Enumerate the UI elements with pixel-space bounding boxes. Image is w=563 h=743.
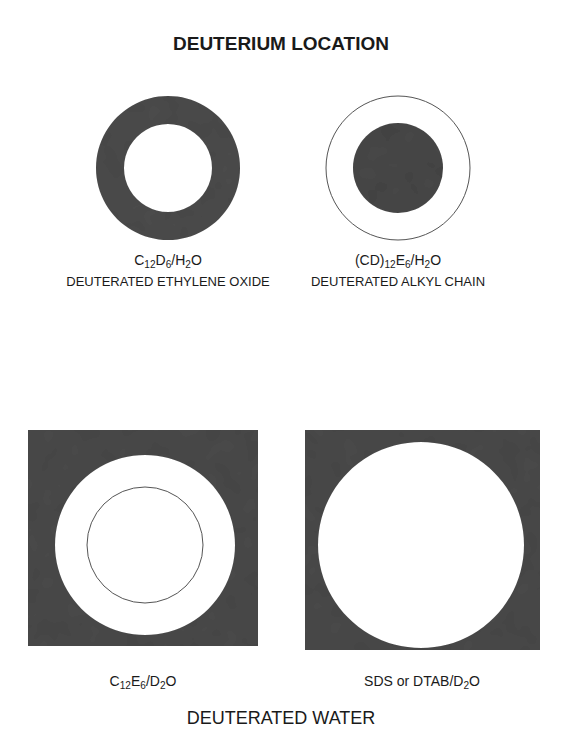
diagram-title: DEUTERIUM LOCATION [173, 33, 389, 56]
formula-label: (CD)12E6/H2O [355, 252, 441, 269]
formula-label: C12D6/H2O [134, 252, 202, 269]
formula-label: SDS or DTAB/D2O [364, 673, 480, 690]
water-square-shell [28, 430, 258, 646]
water-square-core [305, 430, 540, 650]
row-heading: DEUTERATED WATER [187, 708, 376, 730]
location-label: DEUTERATED ETHYLENE OXIDE [66, 274, 269, 290]
location-label: DEUTERATED ALKYL CHAIN [311, 274, 485, 290]
core-micelle [326, 96, 470, 240]
shell-ring [96, 96, 240, 240]
formula-label: C12E6/D2O [110, 673, 177, 690]
